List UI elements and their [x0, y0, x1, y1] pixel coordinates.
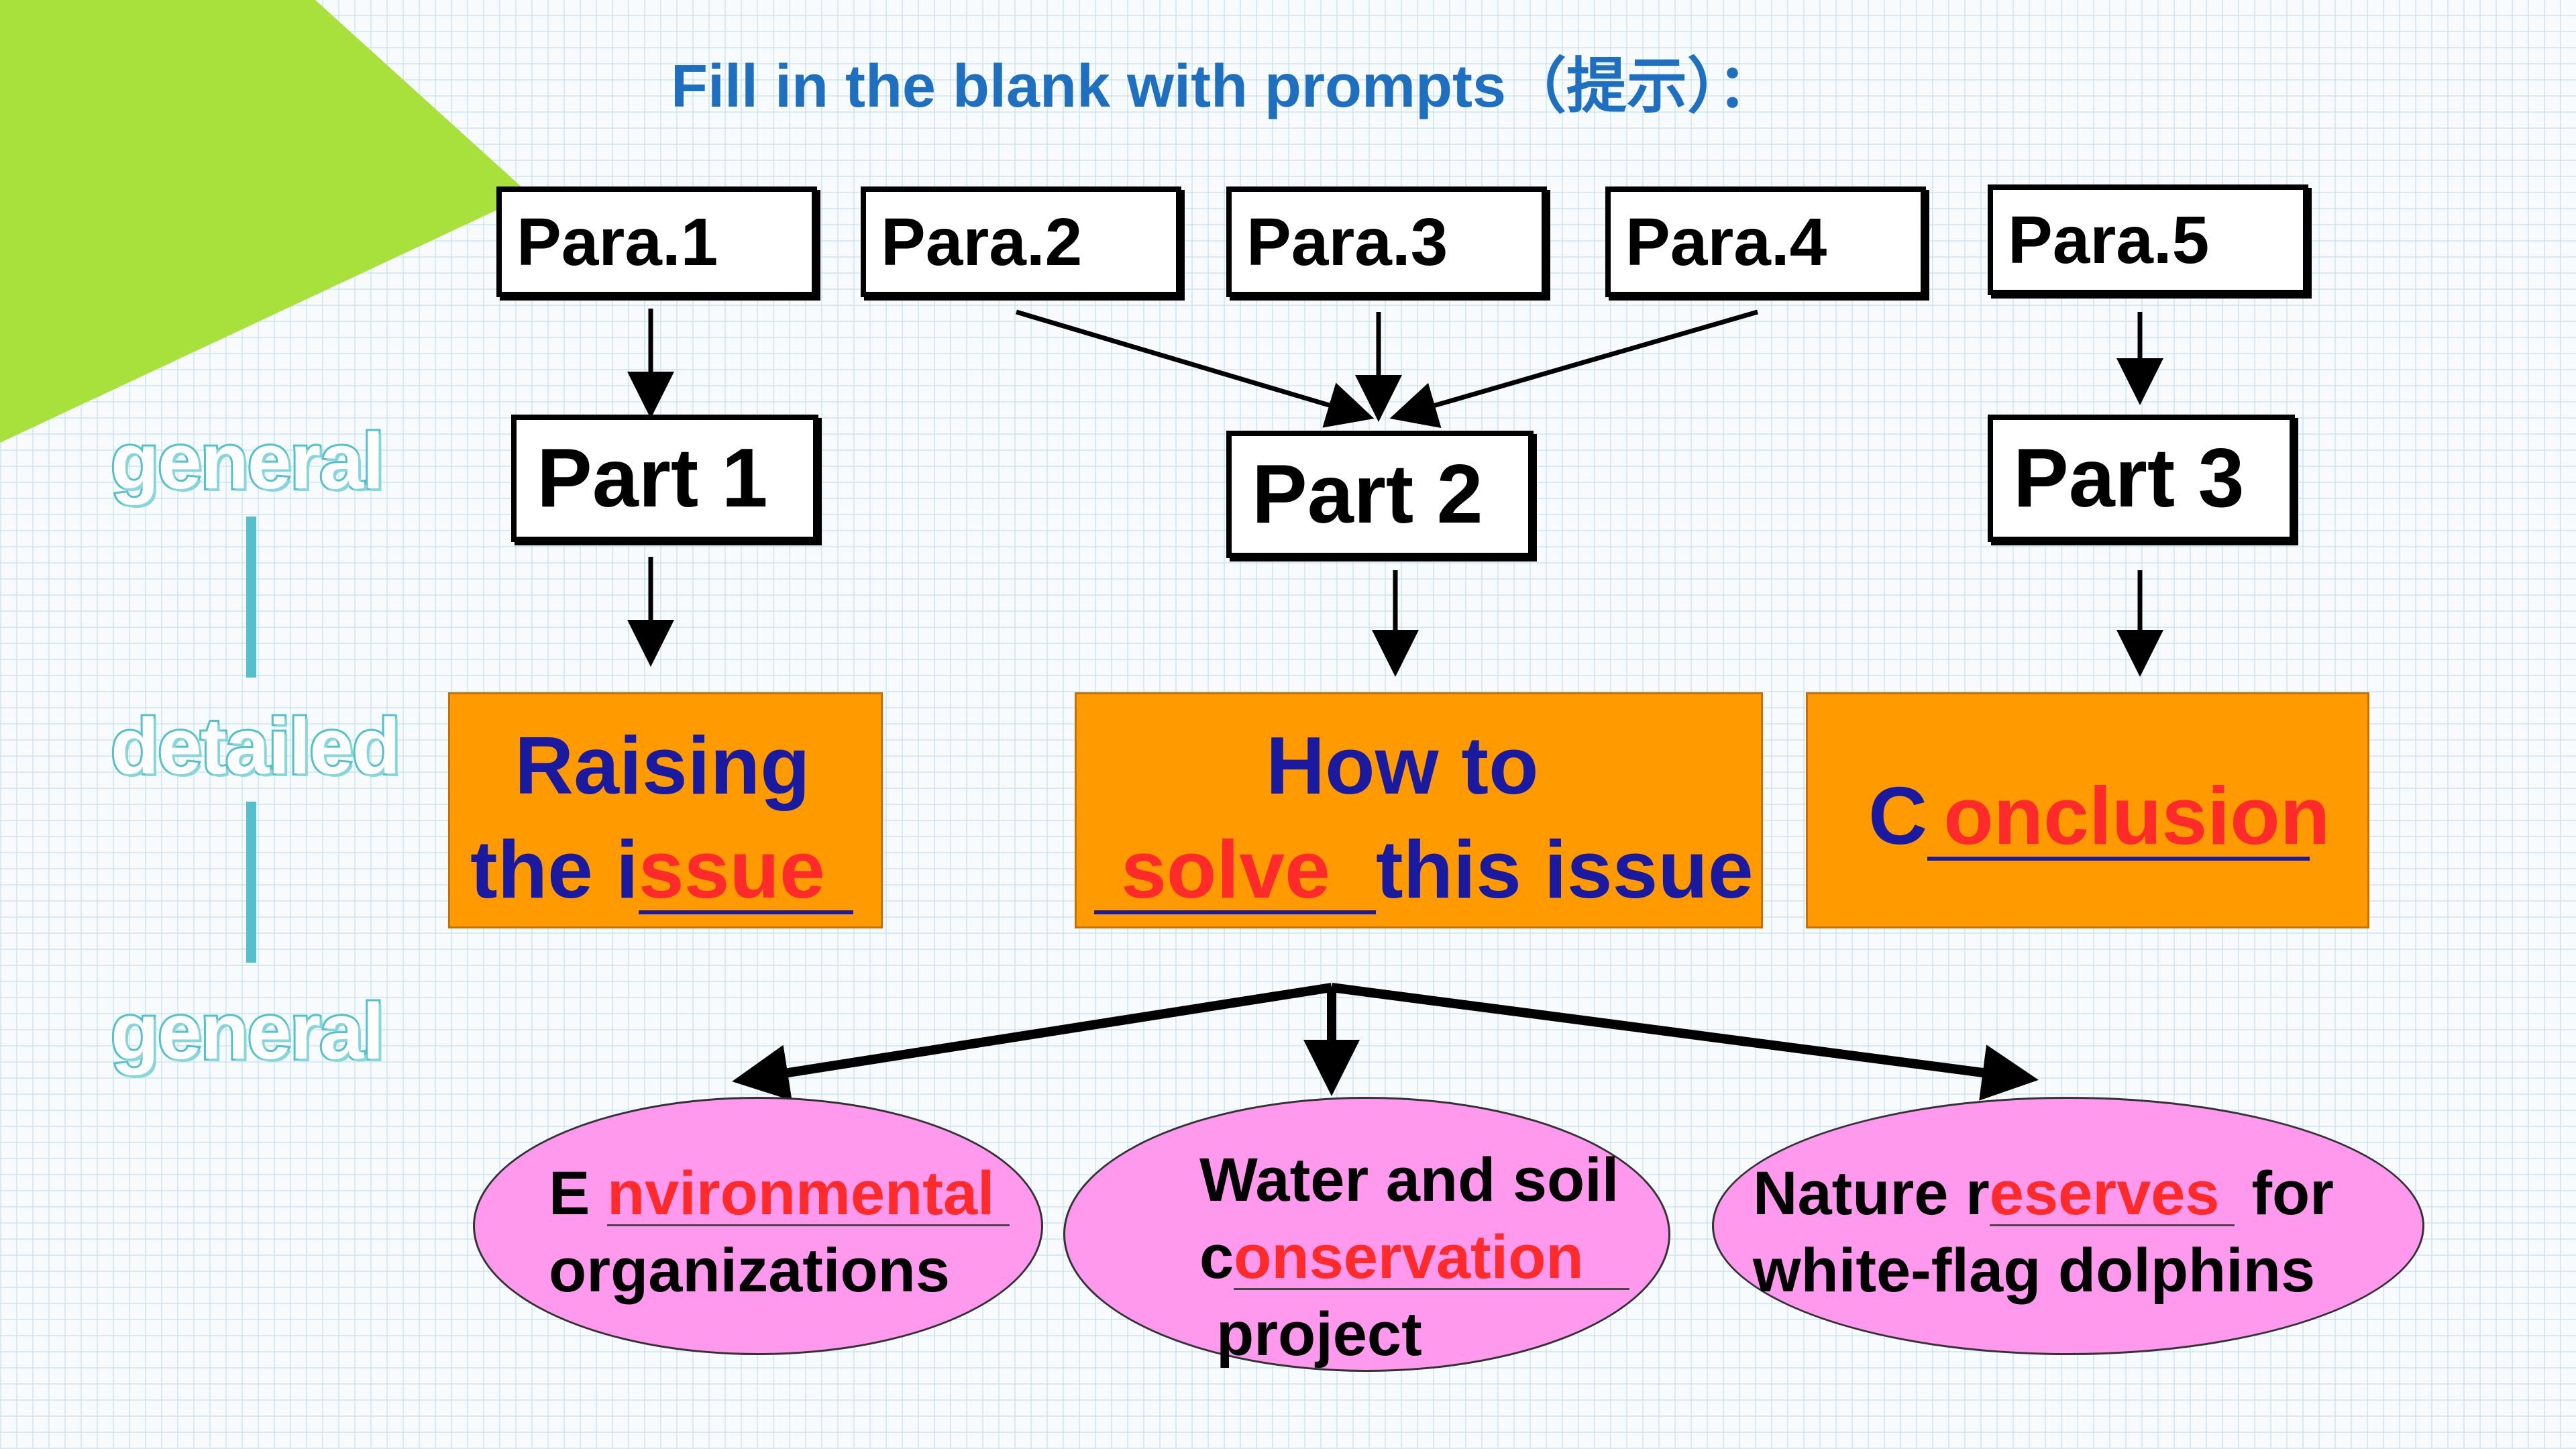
part2-answer-blank: solve: [1094, 828, 1376, 914]
part1-box-line1: Raising: [515, 720, 810, 811]
part1-box-prefix: the i: [470, 824, 639, 915]
part-box-2: Part 2: [1226, 431, 1534, 558]
ellipse3-prefix: Nature r: [1753, 1159, 1990, 1228]
arrow-solve-to-ellipse1: [732, 983, 1333, 1101]
part1-answer-blank: ssue: [638, 828, 853, 914]
part2-box-line1: How to: [1266, 720, 1539, 811]
para-box-5: Para.5: [1988, 184, 2308, 295]
corner-triangle: [0, 0, 530, 443]
part-box-1: Part 1: [511, 415, 818, 542]
part2-box-suffix: this issue: [1376, 824, 1754, 915]
para-box-3: Para.3: [1226, 186, 1547, 297]
page-title: Fill in the blank with prompts（提示）：: [671, 53, 1778, 120]
ellipse-environmental-organizations: E nvironmental organizations: [473, 1097, 1043, 1355]
arrow-solve-to-ellipse3: [1331, 983, 2039, 1101]
ellipse-conservation-project: Water and soil conservation project: [1063, 1097, 1670, 1372]
arrow-para4-to-part2: [1389, 309, 1758, 429]
ellipse-nature-reserves: Nature reserves for white-flag dolphins: [1712, 1097, 2424, 1355]
para-box-2: Para.2: [861, 186, 1181, 297]
ellipse3-suffix: for: [2251, 1159, 2334, 1228]
ellipse2-line3: project: [1216, 1300, 1422, 1368]
ellipse2-prefix: c: [1199, 1223, 1234, 1291]
ellipse3-answer-blank: eserves: [1989, 1163, 2235, 1226]
para-box-1: Para.1: [496, 186, 817, 297]
para-box-4: Para.4: [1605, 186, 1926, 297]
arrow-para2-to-part2: [1016, 309, 1375, 428]
side-label-general-top: general: [109, 415, 386, 508]
ellipse2-line1: Water and soil: [1199, 1146, 1619, 1214]
part1-box-line2: the issue: [470, 828, 853, 914]
ellipse1-line1: E nvironmental: [549, 1163, 1010, 1226]
side-divider-top: [246, 517, 256, 678]
ellipse1-answer-blank: nvironmental: [606, 1163, 1010, 1226]
ellipse2-answer-blank: onservation: [1234, 1226, 1630, 1290]
side-divider-bottom: [246, 802, 256, 963]
ellipse3-line2: white-flag dolphins: [1753, 1236, 2316, 1305]
side-label-detailed: detailed: [109, 700, 402, 793]
part3-answer-blank: onclusion: [1927, 775, 2330, 861]
part-box-3: Part 3: [1988, 415, 2295, 542]
ellipse1-line2: organizations: [549, 1236, 951, 1305]
corner-decoration: [0, 0, 530, 443]
ellipse3-line1: Nature reserves for: [1753, 1163, 2334, 1226]
summary-box-part1: Raising the issue: [448, 692, 883, 928]
side-label-general-bottom: general: [109, 985, 386, 1078]
part3-box-prefix: C: [1868, 770, 1928, 861]
ellipse1-prefix: E: [549, 1159, 590, 1228]
ellipse2-line2: conservation: [1199, 1223, 1630, 1291]
